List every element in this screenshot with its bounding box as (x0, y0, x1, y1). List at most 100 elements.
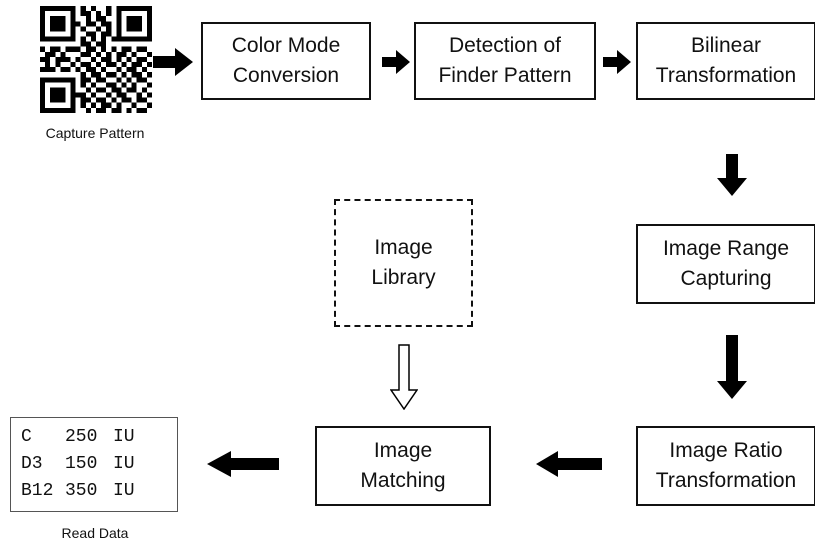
qr-module (136, 77, 142, 83)
qr-module (141, 97, 147, 103)
qr-module (131, 6, 137, 12)
qr-module (101, 56, 107, 62)
qr-module (55, 87, 61, 93)
qr-module (85, 46, 91, 52)
qr-module (146, 26, 152, 32)
qr-module (101, 77, 107, 83)
qr-module (40, 67, 46, 73)
qr-module (96, 51, 102, 57)
qr-module (85, 77, 91, 83)
qr-module (50, 6, 56, 12)
qr-module (146, 92, 152, 98)
bilinear-transformation-box: Bilinear Transformation (636, 22, 815, 100)
qr-module (55, 21, 61, 27)
qr-module (146, 62, 152, 68)
qr-module (121, 82, 127, 88)
qr-module (106, 11, 112, 17)
qr-module (85, 21, 91, 27)
qr-module (55, 97, 61, 103)
qr-module (101, 67, 107, 73)
qr-module (131, 21, 137, 27)
qr-module (106, 51, 112, 57)
qr-module (141, 87, 147, 93)
qr-module (45, 6, 51, 12)
qr-module (85, 62, 91, 68)
qr-module (116, 67, 122, 73)
qr-module (40, 82, 46, 88)
qr-module (60, 92, 66, 98)
qr-module (55, 56, 61, 62)
qr-module (131, 16, 137, 22)
qr-module (55, 107, 61, 113)
color-mode-line1: Color Mode (231, 34, 341, 57)
qr-module (40, 102, 46, 108)
qr-module (141, 46, 147, 52)
color-mode-line2: Conversion (232, 64, 340, 87)
finder-line2: Finder Pattern (438, 64, 572, 87)
qr-module (60, 51, 66, 57)
qr-module (75, 46, 81, 52)
qr-module (70, 82, 76, 88)
qr-module (55, 77, 61, 83)
qr-module (96, 87, 102, 93)
qr-module (131, 87, 137, 93)
qr-module (40, 46, 46, 52)
qr-module (65, 36, 71, 42)
qr-module (50, 21, 56, 27)
vitamin-amount: 350 (65, 481, 98, 501)
qr-module (50, 77, 56, 83)
qr-module (80, 72, 86, 78)
qr-module (45, 107, 51, 113)
qr-module (75, 92, 81, 98)
qr-module (60, 16, 66, 22)
qr-module (106, 82, 112, 88)
qr-module (111, 46, 117, 52)
library-line2: Library (371, 266, 436, 289)
qr-module (40, 56, 46, 62)
image-matching-box: Image Matching (315, 426, 491, 506)
qr-module (60, 97, 66, 103)
qr-module (70, 87, 76, 93)
qr-module (146, 51, 152, 57)
qr-module (40, 16, 46, 22)
qr-module (85, 11, 91, 17)
qr-module (146, 6, 152, 12)
qr-module (136, 16, 142, 22)
qr-module (70, 77, 76, 83)
qr-module (75, 67, 81, 73)
qr-module (136, 97, 142, 103)
qr-module (136, 21, 142, 27)
qr-module (50, 36, 56, 42)
read-data-label: Read Data (61, 525, 129, 541)
qr-module (96, 11, 102, 17)
qr-module (116, 26, 122, 32)
qr-module (136, 56, 142, 62)
arrow-right-icon (382, 50, 410, 74)
arrow-right-icon (153, 48, 193, 76)
qr-module (131, 51, 137, 57)
qr-module (136, 72, 142, 78)
qr-module (40, 26, 46, 32)
qr-module (40, 36, 46, 42)
vitamin-unit: IU (113, 454, 135, 474)
qr-module (96, 72, 102, 78)
qr-module (126, 77, 132, 83)
qr-module (90, 67, 96, 73)
qr-module (116, 56, 122, 62)
qr-module (106, 6, 112, 12)
qr-module (126, 36, 132, 42)
qr-module (96, 97, 102, 103)
qr-module (65, 56, 71, 62)
qr-module (45, 51, 51, 57)
arrow-left-icon (207, 451, 279, 477)
qr-module (60, 26, 66, 32)
qr-module (80, 77, 86, 83)
qr-module (121, 36, 127, 42)
qr-module (111, 36, 117, 42)
qr-module (70, 16, 76, 22)
qr-module (96, 107, 102, 113)
qr-module (55, 16, 61, 22)
